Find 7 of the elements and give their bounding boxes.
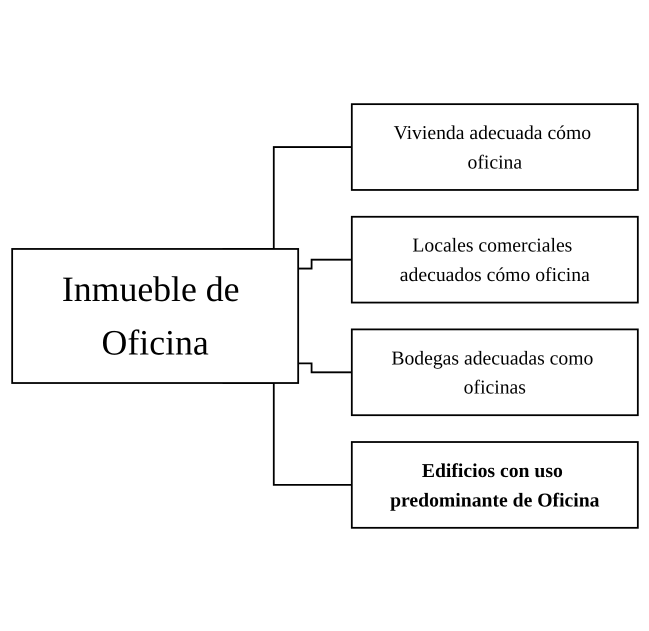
- node-box: Vivienda adecuada cómo oficina: [350, 102, 638, 190]
- node-box: Bodegas adecuadas como oficinas: [350, 328, 638, 416]
- node-box: Locales comerciales adecuados cómo oficina: [350, 215, 638, 303]
- connector: [298, 362, 352, 373]
- node-box: Inmueble de Oficina: [10, 248, 299, 384]
- node-box: Edificios con uso predominante de Oficina: [350, 440, 638, 528]
- connector: [298, 258, 352, 269]
